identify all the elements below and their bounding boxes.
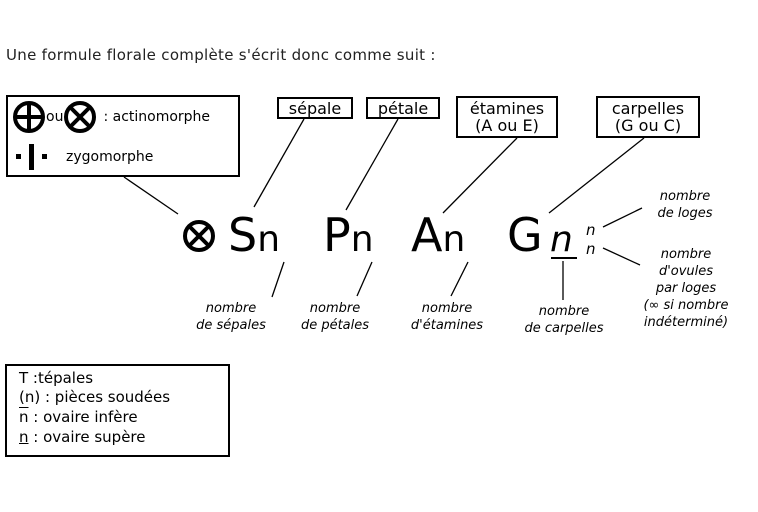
- circle-cross-icon: [64, 101, 97, 133]
- petale-box: pétale: [366, 97, 440, 119]
- ou-text: ou: [46, 109, 64, 125]
- formula-stamens: An: [411, 208, 466, 262]
- connector-note-loges: [602, 207, 643, 228]
- connector-sepale: [253, 118, 305, 208]
- zygomorphe-icon: [16, 144, 47, 170]
- actinomorphe-row: ou : actinomorphe: [12, 100, 210, 134]
- zygomorphe-label: zygomorphe: [66, 149, 154, 165]
- formula-carpels-letter: G: [507, 208, 543, 262]
- formula-carpels-number: n: [550, 219, 573, 260]
- symmetry-box: ou : actinomorphe zygomorphe: [6, 95, 240, 177]
- legend-tepales: T :tépales: [19, 369, 94, 387]
- carpelles-box: carpelles (G ou C): [596, 96, 700, 138]
- formula-ovules-subscript: n: [586, 240, 596, 258]
- connector-etamines: [442, 137, 518, 214]
- legend-pieces-soudees: (n) : pièces soudées: [19, 388, 171, 406]
- note-ovules: nombre d'ovules par loges (∞ si nombre i…: [643, 247, 729, 330]
- connector-note-sepales: [271, 261, 285, 298]
- circle-plus-icon: [13, 101, 45, 133]
- etamines-label: étamines: [469, 99, 545, 118]
- zygomorphe-row: zygomorphe: [12, 142, 153, 172]
- sepale-label: sépale: [288, 99, 342, 118]
- connector-note-ovules: [602, 247, 641, 266]
- connector-petale: [345, 118, 399, 211]
- legend-ovaire-infere: n : ovaire infère: [19, 408, 138, 426]
- actinomorphe-label: : actinomorphe: [103, 109, 211, 125]
- carpelles-label: carpelles: [611, 99, 685, 118]
- etamines-box: étamines (A ou E): [456, 96, 558, 138]
- connector-carpelles: [548, 137, 645, 214]
- heading: Une formule florale complète s'écrit don…: [6, 46, 436, 64]
- formula-loges-superscript: n: [586, 221, 596, 239]
- connector-symmetry: [123, 176, 179, 215]
- etamines-letters: (A ou E): [475, 116, 539, 135]
- legend-ovaire-supere: n : ovaire supère: [19, 428, 146, 446]
- connector-note-etamines: [450, 261, 469, 297]
- connector-note-petales: [356, 261, 373, 297]
- formula-petals: Pn: [323, 208, 374, 262]
- petale-label: pétale: [377, 99, 429, 118]
- sepale-box: sépale: [277, 97, 353, 119]
- formula-symmetry-icon: [183, 220, 215, 252]
- carpelles-letters: (G ou C): [614, 116, 682, 135]
- legend-box: T :tépales (n) : pièces soudées n : ovai…: [5, 364, 230, 457]
- superior-ovary-underline: [551, 257, 577, 259]
- formula-sepals: Sn: [228, 208, 281, 262]
